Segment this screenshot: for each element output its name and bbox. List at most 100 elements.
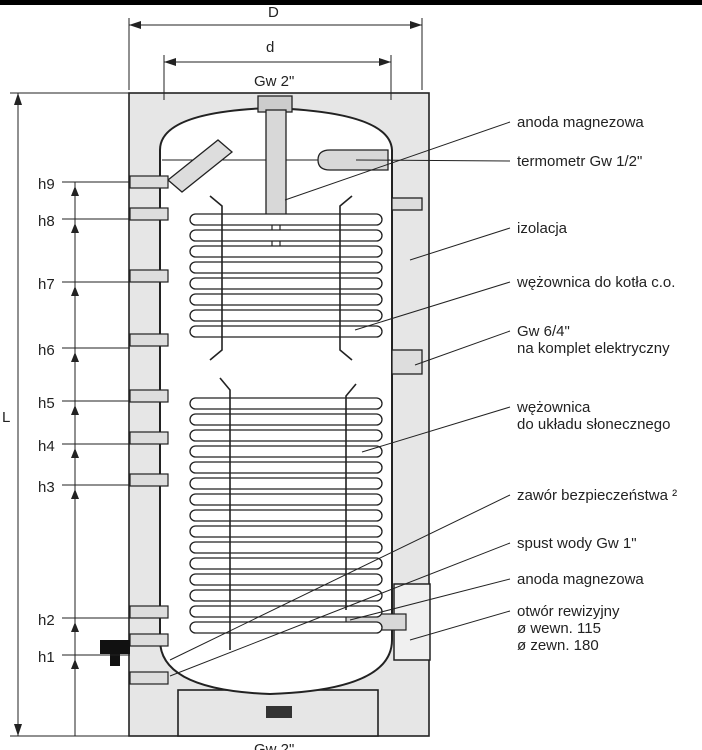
solar-coil-turn: [189, 541, 383, 554]
height-arrow: [71, 186, 79, 196]
height-markers: h9 h8 h7 h6 h5 h4 h3 h2 h1: [38, 176, 130, 669]
left-connections: [129, 175, 169, 685]
callout-label: anoda magnezowa: [517, 571, 644, 588]
dim-L-label: L: [2, 409, 10, 426]
boiler-coil-turn: [189, 309, 383, 322]
boiler-coil-turn: [189, 229, 383, 242]
inlet-pipe: [166, 139, 234, 193]
solar-coil-turn: [189, 589, 383, 602]
height-label-h1: h1: [38, 649, 55, 666]
dim-d-arrow-right: [379, 58, 391, 66]
connection-stub: [129, 333, 169, 347]
solar-coil-turn: [189, 557, 383, 570]
connection-stub: [129, 269, 169, 283]
height-label-h3: h3: [38, 479, 55, 496]
callout-label: wężownica: [516, 399, 591, 416]
height-label-h2: h2: [38, 612, 55, 629]
callout-leader: [361, 406, 511, 453]
connection-stub: [129, 431, 169, 445]
height-arrow: [71, 223, 79, 233]
height-label-h9: h9: [38, 176, 55, 193]
thermometer-port: [391, 197, 423, 211]
dim-L-arrow-top: [14, 93, 22, 105]
boiler-coil-turn: [189, 213, 383, 226]
height-label-h4: h4: [38, 438, 55, 455]
height-arrow: [71, 405, 79, 415]
height-arrow: [71, 659, 79, 669]
lower-coil-support-left: [219, 377, 231, 650]
solar-coil-turn: [189, 413, 383, 426]
solar-coil: [189, 397, 383, 634]
dim-d-arrow-left: [164, 58, 176, 66]
callout-leader: [409, 610, 511, 641]
callout-leader: [169, 494, 511, 661]
solar-coil-turn: [189, 509, 383, 522]
top-border: [0, 0, 702, 5]
callout-label: termometr Gw 1/2": [517, 153, 642, 170]
callout-label: ø zewn. 180: [517, 637, 599, 654]
connection-stub: [129, 207, 169, 221]
electric-port: [391, 349, 423, 375]
boiler-coil-turn: [189, 277, 383, 290]
height-arrow: [71, 622, 79, 632]
callout-label: do układu słonecznego: [517, 416, 670, 433]
connection-stub: [129, 175, 169, 189]
callout-label: wężownica do kotła c.o.: [516, 274, 675, 291]
solar-coil-turn: [189, 477, 383, 490]
callout-leader: [354, 281, 511, 331]
boiler-coil-turn: [189, 261, 383, 274]
dim-d-label: d: [266, 39, 274, 56]
callout-label: izolacja: [517, 220, 568, 237]
connection-stub: [129, 633, 169, 647]
connection-stub: [129, 473, 169, 487]
solar-coil-turn: [189, 605, 383, 618]
height-label-h6: h6: [38, 342, 55, 359]
callout-leader: [349, 578, 511, 621]
upper-coil-support-right: [339, 195, 353, 361]
height-arrow: [71, 286, 79, 296]
dim-D-arrow-left: [129, 21, 141, 29]
solar-coil-turn: [189, 573, 383, 586]
upper-coil-support-left: [209, 195, 223, 361]
callout-leader: [414, 330, 511, 366]
bottom-connection-label: Gw 2": [254, 741, 294, 750]
callout-label: zawór bezpieczeństwa ²: [517, 487, 677, 504]
boiler-coil: [189, 213, 383, 338]
solar-coil-turn: [189, 621, 383, 634]
connection-stub: [129, 671, 169, 685]
height-label-h5: h5: [38, 395, 55, 412]
dim-L-arrow-bottom: [14, 724, 22, 736]
height-arrow: [71, 489, 79, 499]
top-connection-label: Gw 2": [254, 73, 294, 90]
callout-label: na komplet elektryczny: [517, 340, 670, 357]
callout-leader: [169, 542, 511, 677]
lower-coil-support-right: [345, 383, 357, 610]
connection-stub: [129, 605, 169, 619]
callout-label: anoda magnezowa: [517, 114, 644, 131]
callout-label: otwór rewizyjny: [517, 603, 620, 620]
boiler-coil-turn: [189, 325, 383, 338]
callout-label: Gw 6/4": [517, 323, 570, 340]
height-label-h8: h8: [38, 213, 55, 230]
boiler-coil-turn: [189, 245, 383, 258]
boiler-coil-turn: [189, 293, 383, 306]
bottom-connection: [266, 706, 292, 718]
height-label-h7: h7: [38, 276, 55, 293]
connection-stub: [129, 389, 169, 403]
dim-D-label: D: [268, 4, 279, 21]
height-arrow: [71, 352, 79, 362]
callout-label: spust wody Gw 1": [517, 535, 637, 552]
dim-D-arrow-right: [410, 21, 422, 29]
solar-coil-turn: [189, 397, 383, 410]
callout-label: ø wewn. 115: [517, 620, 601, 637]
solar-coil-turn: [189, 493, 383, 506]
solar-coil-turn: [189, 525, 383, 538]
callout-leader: [355, 159, 511, 162]
callouts: anoda magnezowa termometr Gw 1/2" izolacja…: [169, 114, 677, 677]
solar-coil-turn: [189, 429, 383, 442]
top-anode: [265, 109, 287, 223]
drain-valve-stem: [110, 654, 120, 666]
solar-coil-turn: [189, 461, 383, 474]
drain-valve: [100, 640, 130, 654]
